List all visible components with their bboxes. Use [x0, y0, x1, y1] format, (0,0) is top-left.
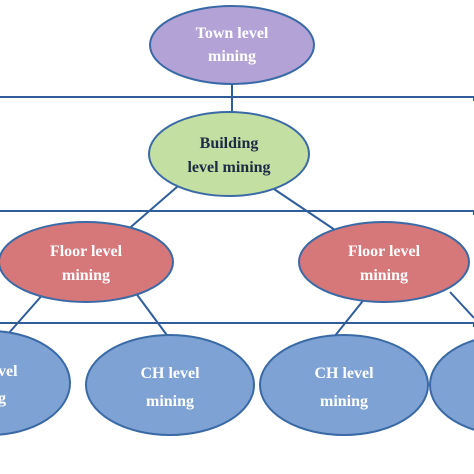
node-ch-far-left-shape: [0, 330, 71, 436]
edge-floor-left-ch-left: [134, 291, 173, 343]
node-building-label-line1: Building: [200, 135, 259, 152]
node-ch-left-shape: [85, 334, 255, 436]
node-town-label-line2: mining: [208, 48, 256, 65]
node-ch-level-right: CH level mining: [259, 334, 429, 436]
node-town-shape: [149, 5, 315, 85]
node-floor-right-shape: [298, 221, 470, 303]
edge-building-floor-left: [124, 179, 186, 233]
node-floor-left-label-line2: mining: [62, 267, 110, 284]
node-ch-level-far-right: [429, 339, 474, 431]
node-building-label-line2: level mining: [187, 159, 270, 176]
node-ch-far-right-shape: [429, 339, 474, 431]
node-floor-right-label-line1: Floor level: [348, 243, 421, 260]
node-building-level: Building level mining: [148, 111, 310, 197]
node-building-shape: [148, 111, 310, 197]
edge-floor-right-ch-far-right: [449, 291, 474, 319]
node-ch-left-label-line2: mining: [146, 393, 194, 410]
node-ch-far-left-label-line1: vel: [0, 363, 18, 380]
node-ch-far-left-label-line2: g: [0, 390, 6, 407]
node-floor-left-shape: [0, 221, 174, 303]
node-town-label-line1: Town level: [196, 25, 269, 42]
node-ch-right-label-line2: mining: [320, 393, 368, 410]
node-ch-level-left: CH level mining: [85, 334, 255, 436]
node-ch-right-shape: [259, 334, 429, 436]
edge-floor-left-ch-far-left: [7, 291, 46, 335]
edge-building-floor-right: [264, 182, 339, 233]
node-ch-level-far-left: vel g: [0, 330, 71, 436]
node-floor-left-label-line1: Floor level: [50, 243, 123, 260]
node-floor-right-label-line2: mining: [360, 267, 408, 284]
node-floor-level-right: Floor level mining: [298, 221, 470, 303]
node-floor-level-left: Floor level mining: [0, 221, 174, 303]
node-ch-right-label-line1: CH level: [314, 365, 374, 382]
node-town-level: Town level mining: [149, 5, 315, 85]
node-ch-left-label-line1: CH level: [140, 365, 200, 382]
